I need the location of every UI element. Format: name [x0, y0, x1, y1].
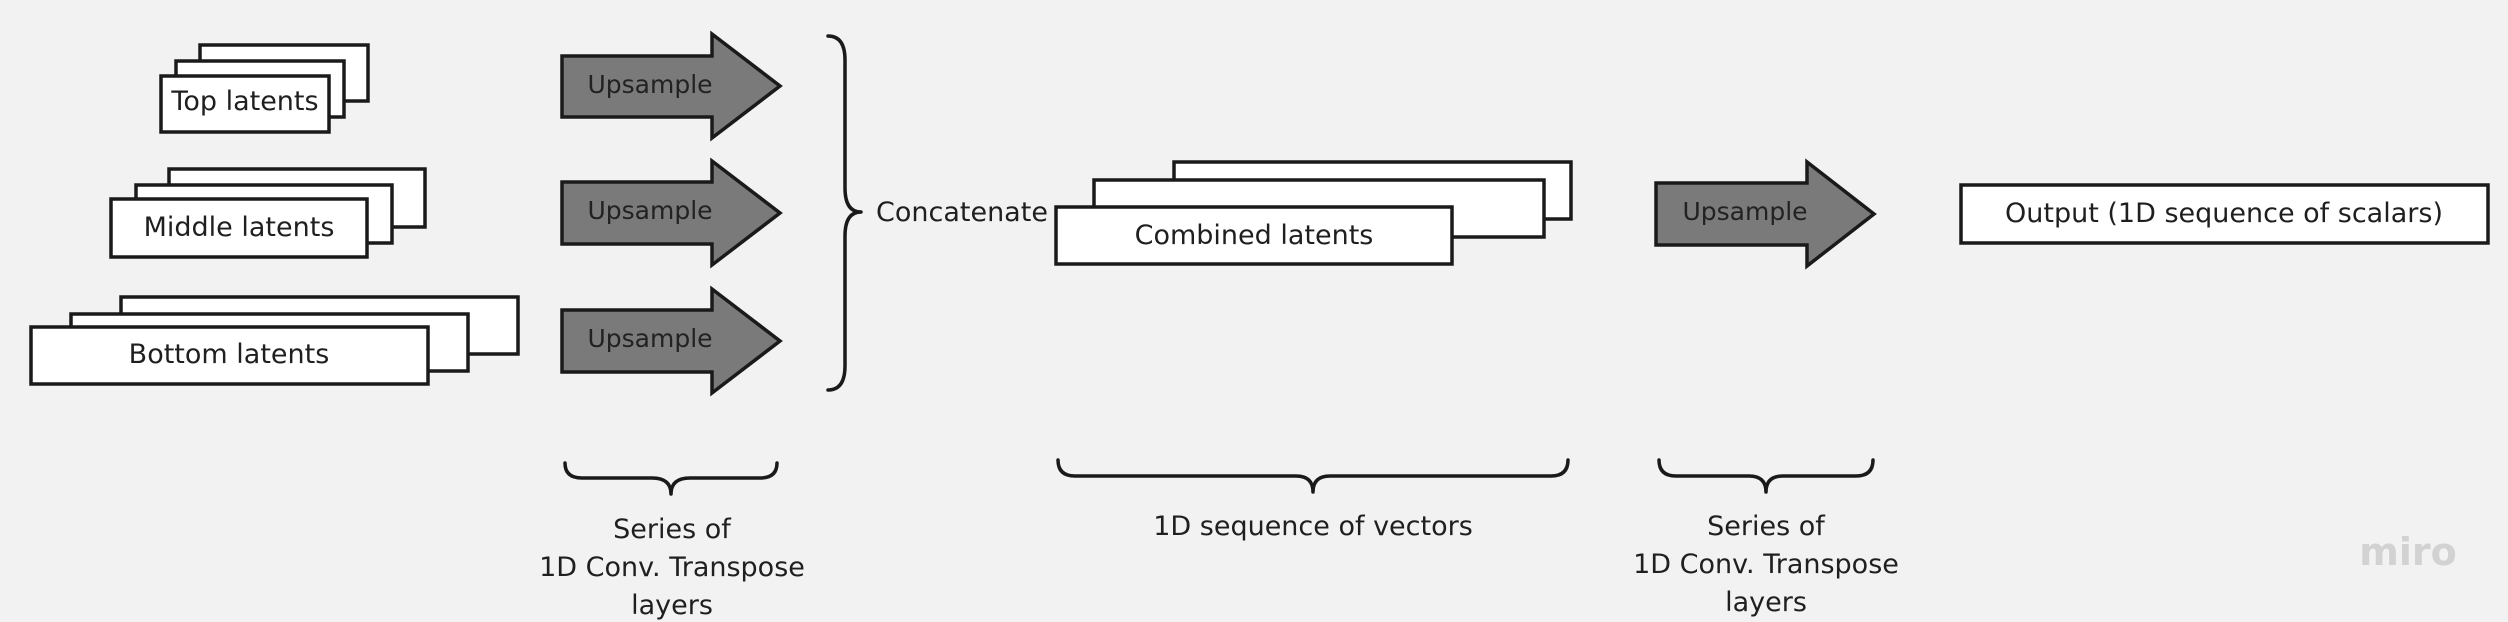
sequence-of-vectors-brace: [1056, 458, 1570, 494]
first-series-brace: [563, 461, 779, 496]
sequence-of-vectors-annotation: 1D sequence of vectors: [1153, 511, 1473, 542]
middle-latents-stack: Middle latents: [109, 167, 427, 259]
upsample-label-3: Upsample: [587, 324, 712, 353]
combined-latents-label: Combined latents: [1135, 220, 1374, 251]
arrow-right-icon: [560, 157, 783, 269]
upsample-label-1: Upsample: [587, 70, 712, 99]
bottom-latents-label: Bottom latents: [129, 339, 330, 370]
concatenate-label: Concatenate: [876, 197, 1048, 228]
combined-latents-stack: Combined latents: [1054, 160, 1573, 266]
middle-latents-label: Middle latents: [144, 212, 335, 243]
top-latents-box: [159, 74, 331, 134]
upsample-arrow-final: Upsample: [1654, 158, 1877, 270]
first-series-line-2: 1D Conv. Transpose: [539, 552, 805, 583]
middle-latents-box: [109, 197, 369, 259]
output-box: [1959, 183, 2490, 245]
second-series-line-3: layers: [1725, 587, 1807, 618]
top-latents-stack: Top latents: [159, 43, 370, 134]
first-series-annotation: Series of 1D Conv. Transpose layers: [539, 514, 805, 621]
upsample-arrow-1: Upsample: [560, 30, 783, 142]
first-series-line-1: Series of: [613, 514, 732, 545]
output-label: Output (1D sequence of scalars): [2005, 198, 2443, 229]
second-series-line-1: Series of: [1707, 511, 1826, 542]
miro-watermark: miro: [2359, 530, 2456, 574]
arrow-right-icon: [560, 285, 783, 397]
second-series-annotation: Series of 1D Conv. Transpose layers: [1633, 511, 1899, 618]
upsample-arrow-2: Upsample: [560, 157, 783, 269]
output-node: Output (1D sequence of scalars): [1959, 183, 2490, 245]
upsample-label-2: Upsample: [587, 196, 712, 225]
combined-latents-box: [1054, 205, 1454, 266]
second-series-line-2: 1D Conv. Transpose: [1633, 549, 1899, 580]
top-latents-label: Top latents: [170, 86, 318, 117]
bottom-latents-box: [29, 325, 430, 386]
arrow-right-icon: [560, 30, 783, 142]
second-series-brace: [1657, 458, 1875, 494]
arrow-right-icon: [1654, 158, 1877, 270]
upsample-arrow-3: Upsample: [560, 285, 783, 397]
upsample-label-final: Upsample: [1682, 197, 1807, 226]
first-series-line-3: layers: [631, 590, 713, 621]
concat-brace: [826, 34, 863, 392]
bottom-latents-stack: Bottom latents: [29, 295, 520, 386]
